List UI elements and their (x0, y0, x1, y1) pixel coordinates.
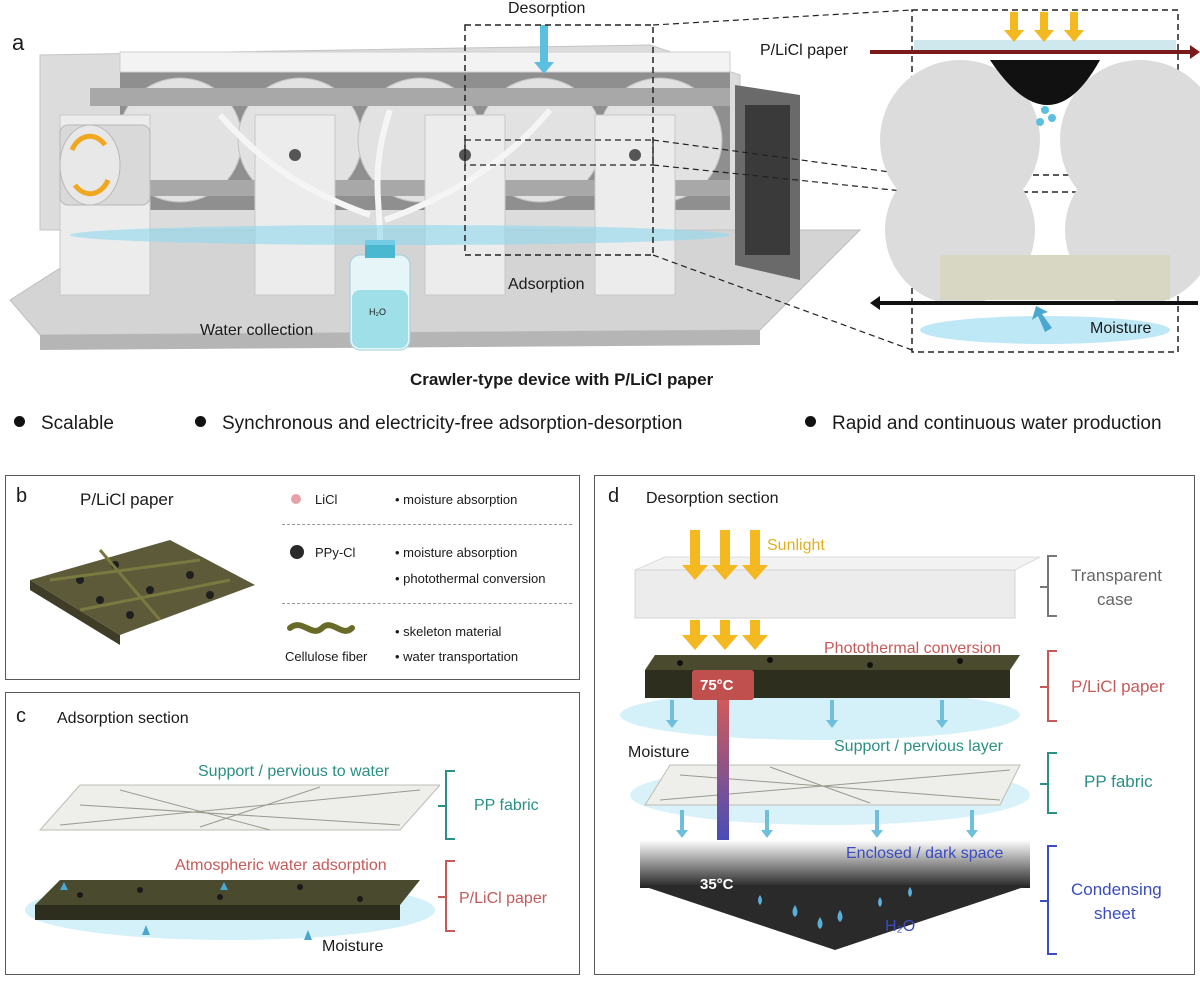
ppy-property-2: • photothermal conversion (395, 571, 546, 586)
case-label: case (1097, 590, 1133, 609)
plicl-paper-illustration (30, 540, 255, 645)
sunlight-label: Sunlight (767, 537, 825, 554)
panel-a-letter: a (12, 30, 25, 55)
h2o-label-d: H₂O (885, 918, 916, 935)
transparent-label: Transparent (1071, 566, 1163, 585)
support-label-d: Support / pervious layer (834, 738, 1003, 755)
licl-icon (291, 494, 301, 504)
panel-c-title: Adsorption section (57, 710, 189, 727)
moisture-label-a: Moisture (1090, 320, 1152, 337)
panel-a-title: Crawler-type device with P/LiCl paper (410, 370, 714, 389)
fiber-label: Cellulose fiber (285, 649, 368, 664)
divider (282, 603, 572, 604)
pp-fabric-label-c: PP fabric (474, 797, 539, 814)
moisture-label-c: Moisture (322, 938, 384, 955)
bullet-rapid: Rapid and continuous water production (805, 413, 1162, 435)
panel-c-letter: c (16, 705, 26, 727)
moisture-label-d: Moisture (628, 744, 690, 761)
pp-fabric-label-d: PP fabric (1084, 772, 1153, 791)
plicl-bracket-d (1040, 650, 1057, 722)
bullet-dot-icon (14, 416, 25, 428)
panel-d-letter: d (608, 485, 620, 507)
ppy-cl-icon (290, 545, 304, 559)
water-collection-label: Water collection (200, 322, 314, 339)
adsorption-label: Adsorption (508, 276, 585, 293)
ppy-property-1: • moisture absorption (395, 545, 518, 560)
adsorption-layers-illustration (25, 784, 440, 940)
desorption-label: Desorption (508, 0, 586, 17)
temp-hot-badge (692, 670, 754, 700)
plicl-bracket-c (438, 860, 455, 932)
sheet-label: sheet (1094, 904, 1136, 923)
bottle-h2o-label: H₂O (369, 307, 386, 317)
transparent-case-bracket (1040, 555, 1057, 617)
plicl-paper-label-a: P/LiCl paper (760, 42, 849, 59)
temp-cold-text: 35°C (700, 876, 734, 893)
licl-property: • moisture absorption (395, 492, 518, 507)
support-label-c: Support / pervious to water (198, 763, 390, 780)
licl-label: LiCl (315, 492, 338, 507)
fiber-property-2: • water transportation (395, 649, 519, 664)
bullet-dot-icon (805, 416, 816, 428)
cellulose-fiber-icon (287, 622, 355, 634)
divider (282, 524, 572, 525)
fiber-property-1: • skeleton material (395, 624, 502, 639)
bullet-scalable: Scalable (14, 413, 114, 435)
enclosed-label: Enclosed / dark space (846, 845, 1004, 862)
photothermal-label: Photothermal conversion (824, 640, 1001, 657)
panel-b-title: P/LiCl paper (80, 490, 174, 509)
bullet-synchronous: Synchronous and electricity-free adsorpt… (195, 413, 682, 435)
panel-d (594, 475, 1195, 975)
desorption-layers-illustration (620, 530, 1040, 950)
bullet-dot-icon (195, 416, 206, 428)
panel-b (5, 475, 580, 680)
pp-fabric-bracket (438, 770, 455, 840)
panel-b-letter: b (16, 485, 28, 507)
condensing-bracket (1040, 845, 1057, 955)
panel-c (5, 692, 580, 975)
pp-fabric-bracket-d (1040, 752, 1057, 814)
crawler-device-illustration (9, 9, 1200, 353)
ppy-label: PPy-Cl (315, 545, 356, 560)
plicl-label-c: P/LiCl paper (459, 890, 548, 907)
temp-hot-text: 75°C (700, 677, 734, 694)
condensing-label: Condensing (1071, 880, 1162, 899)
plicl-label-d: P/LiCl paper (1071, 677, 1165, 696)
panel-d-title: Desorption section (646, 490, 779, 507)
atmo-adsorption-label: Atmospheric water adsorption (175, 857, 387, 874)
